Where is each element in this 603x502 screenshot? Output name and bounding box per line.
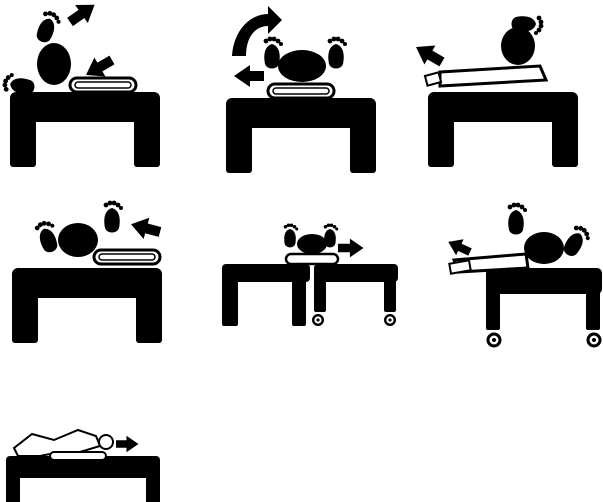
panel-6 <box>445 203 602 346</box>
panel-7 <box>6 430 160 502</box>
sheet <box>50 452 106 460</box>
foot-icon <box>1 72 36 97</box>
sheet <box>286 254 338 264</box>
arrow-up-right <box>64 0 101 31</box>
arrow-right <box>116 436 139 453</box>
panel-5 <box>222 223 398 326</box>
foot-icon <box>33 218 62 255</box>
patient-legs <box>440 66 546 86</box>
patient-body <box>524 232 564 264</box>
table <box>226 98 376 173</box>
arrow-left <box>128 214 163 243</box>
foot-icon <box>324 223 339 247</box>
patient-body <box>37 43 71 85</box>
table-left <box>222 264 310 326</box>
patient-head <box>99 435 113 449</box>
foot-icon <box>508 203 527 235</box>
stretcher <box>486 268 602 346</box>
arrow-up-left <box>445 234 474 260</box>
panel-2 <box>226 6 376 173</box>
sheet <box>70 78 136 92</box>
sheet <box>94 250 160 264</box>
arrow-up-left <box>411 37 448 71</box>
foot-icon <box>328 37 347 69</box>
table <box>6 456 160 502</box>
foot-icon <box>104 201 123 233</box>
sheet <box>268 84 334 98</box>
foot-icon <box>284 223 299 247</box>
foot-icon <box>34 9 63 46</box>
panel-1 <box>1 0 160 167</box>
panel-3 <box>411 16 578 167</box>
table <box>10 92 160 167</box>
arrow-right <box>338 239 364 258</box>
patient-body <box>501 27 535 65</box>
patient-body <box>278 50 326 82</box>
table <box>428 92 578 167</box>
arrow-left <box>234 65 264 87</box>
table <box>12 268 162 343</box>
foot-icon <box>560 223 593 260</box>
patient-body <box>297 234 327 254</box>
patient-body <box>58 223 98 257</box>
panel-4 <box>12 201 163 343</box>
stretcher-right <box>313 264 398 325</box>
